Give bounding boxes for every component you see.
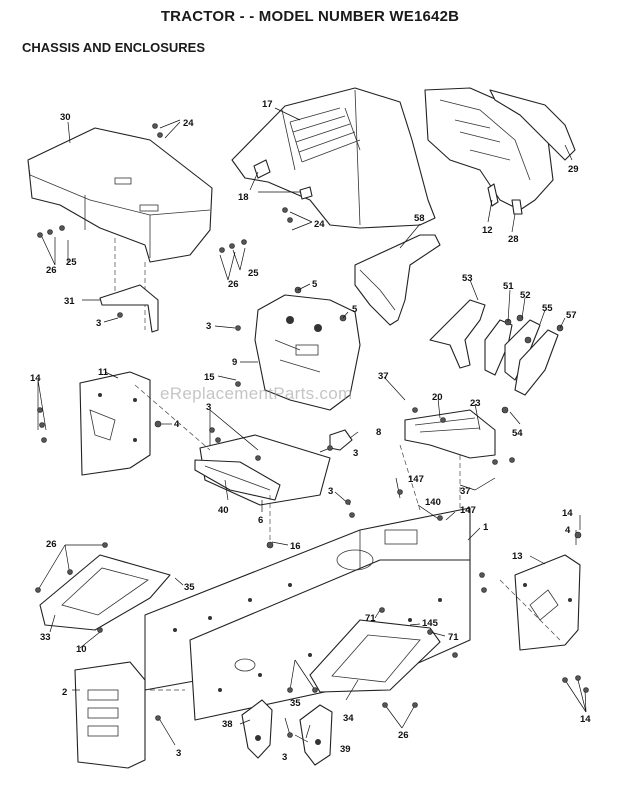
callout-3: 3 [353, 448, 358, 459]
callout-33: 33 [40, 632, 51, 643]
callout-24: 24 [314, 219, 325, 230]
callout-26: 26 [46, 539, 57, 550]
bottom-brackets [241, 699, 333, 766]
callout-39: 39 [340, 744, 351, 755]
callout-147: 147 [408, 474, 424, 485]
callout-5: 5 [352, 304, 358, 315]
callout-71: 71 [365, 613, 376, 624]
callout-4: 4 [174, 419, 180, 430]
callout-52: 52 [520, 290, 531, 301]
callout-5: 5 [312, 279, 318, 290]
callout-15: 15 [204, 372, 215, 383]
leader-lines [37, 107, 587, 746]
callout-10: 10 [76, 644, 87, 655]
lower-plates [194, 434, 331, 506]
callout-35: 35 [184, 582, 195, 593]
rear-fender [27, 127, 213, 263]
callout-12: 12 [482, 225, 493, 236]
callout-34: 34 [343, 713, 354, 724]
callout-18: 18 [238, 192, 249, 203]
callout-25: 25 [66, 257, 77, 268]
hood [231, 87, 436, 229]
callout-40: 40 [218, 505, 229, 516]
callout-31: 31 [64, 296, 75, 307]
callout-37: 37 [460, 486, 471, 497]
callout-26: 26 [228, 279, 239, 290]
callout-3: 3 [206, 402, 211, 413]
callout-26: 26 [398, 730, 409, 741]
callout-20: 20 [432, 392, 443, 403]
callout-58: 58 [414, 213, 425, 224]
callout-23: 23 [470, 398, 481, 409]
callout-11: 11 [98, 367, 109, 378]
callout-16: 16 [290, 541, 301, 552]
part-31-bracket [99, 284, 159, 333]
callout-25: 25 [248, 268, 259, 279]
side-panel [354, 234, 441, 326]
callout-6: 6 [258, 515, 263, 526]
callout-35: 35 [290, 698, 301, 709]
watermark-text: eReplacementParts.com [160, 384, 353, 403]
diagram-title: TRACTOR - - MODEL NUMBER WE1642B [160, 8, 460, 25]
callout-55: 55 [542, 303, 553, 314]
dashboard-panel [254, 286, 361, 411]
callout-54: 54 [512, 428, 523, 439]
front-left-plate [74, 661, 146, 769]
callout-labels: 30 24 17 29 18 24 12 28 26 25 25 26 58 3… [30, 99, 591, 763]
callout-140: 140 [425, 497, 441, 508]
callout-1: 1 [483, 522, 489, 533]
diagram-subtitle: CHASSIS AND ENCLOSURES [22, 40, 205, 55]
callout-3: 3 [282, 752, 287, 763]
callout-13: 13 [512, 551, 523, 562]
callout-30: 30 [60, 112, 71, 123]
main-frame [144, 507, 471, 721]
right-side-plate [514, 554, 581, 651]
clip-part [329, 429, 353, 451]
callout-4: 4 [565, 525, 571, 536]
callout-3: 3 [176, 748, 181, 759]
callout-147: 147 [460, 505, 476, 516]
left-footrest [39, 554, 171, 631]
callout-51: 51 [503, 281, 514, 292]
callout-37: 37 [378, 371, 389, 382]
callout-2: 2 [62, 687, 67, 698]
center-bracket [404, 409, 496, 459]
callout-9: 9 [232, 357, 237, 368]
callout-14: 14 [562, 508, 573, 519]
grille-panel [424, 87, 576, 215]
callout-3: 3 [96, 318, 101, 329]
callout-26: 26 [46, 265, 57, 276]
callout-57: 57 [566, 310, 577, 321]
callout-71: 71 [448, 632, 459, 643]
left-side-plate [79, 371, 151, 476]
callout-38: 38 [222, 719, 233, 730]
callout-53: 53 [462, 273, 473, 284]
right-footrest [309, 619, 441, 693]
fasteners [35, 123, 589, 738]
callout-3: 3 [328, 486, 333, 497]
callout-24: 24 [183, 118, 194, 129]
callout-8: 8 [376, 427, 381, 438]
callout-29: 29 [568, 164, 579, 175]
callout-14: 14 [30, 373, 41, 384]
callout-145: 145 [422, 618, 439, 629]
right-brackets [429, 299, 564, 396]
callout-17: 17 [262, 99, 273, 110]
callout-14: 14 [580, 714, 591, 725]
callout-3: 3 [206, 321, 211, 332]
callout-28: 28 [508, 234, 519, 245]
